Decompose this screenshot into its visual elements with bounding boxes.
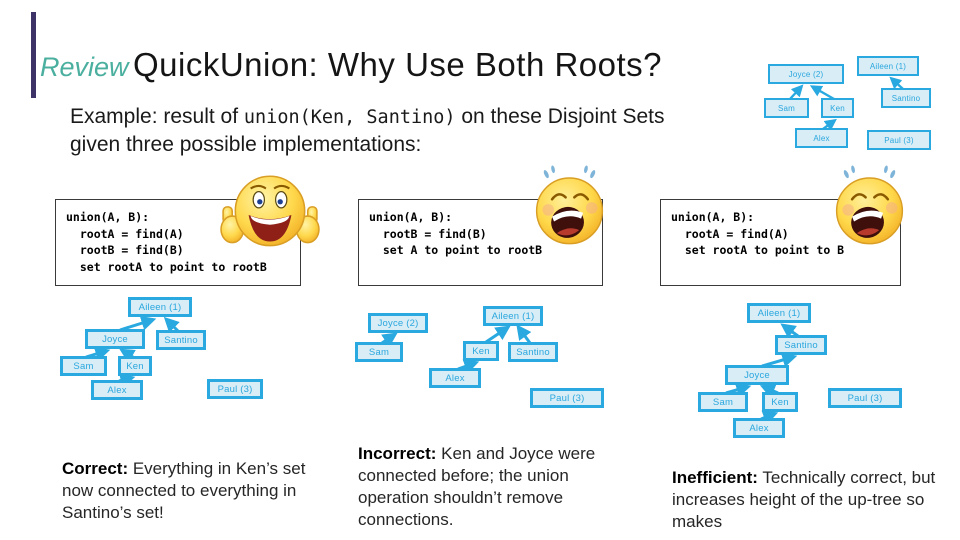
code-line: rootB = find(B) [66,243,184,257]
tree-node: Aileen (1) [747,303,811,323]
tree-arrows [789,76,904,131]
tree-node: Santino [881,88,931,108]
uptree-inefficient: Aileen (1) Santino Joyce Sam Ken Alex Pa… [690,298,935,443]
tree-node: Joyce (2) [368,313,428,333]
caption-correct: Correct: Everything in Ken’s set now con… [62,458,314,524]
caption-label: Inefficient: [672,468,758,487]
caption-inefficient: Inefficient: Technically correct, but in… [672,467,944,533]
caption-incorrect: Incorrect: Ken and Joyce were connected … [358,443,606,531]
tree-node: Alex [429,368,481,388]
tree-node: Sam [698,392,748,412]
code-line: rootA = find(A) [66,226,184,241]
tree-node: Paul (3) [530,388,604,408]
tree-node: Sam [764,98,809,118]
tree-node: Aileen (1) [128,297,192,317]
tree-node: Joyce (2) [768,64,844,84]
subtitle-pre: Example: result of [70,105,244,128]
code-line: rootB = find(B) [369,226,487,241]
tree-node: Paul (3) [207,379,263,399]
tree-node: Santino [775,335,827,355]
tree-node: Ken [463,341,499,361]
tree-node: Sam [60,356,107,376]
wailing-face-icon [535,165,604,245]
subtitle: Example: result of union(Ken, Santino) o… [70,103,710,158]
tree-node: Alex [795,128,848,148]
caption-label: Incorrect: [358,444,437,463]
tree-node: Paul (3) [828,388,902,408]
tree-node: Alex [91,380,143,400]
wailing-face-icon [835,165,904,245]
caption-text: Technically correct, but increases heigh… [672,468,936,531]
tree-node: Aileen (1) [857,56,919,76]
tree-node: Ken [118,356,152,376]
caption-text: Everything in Ken’s set now connected to… [62,459,306,522]
code-line: rootA = find(A) [671,226,789,241]
code-line: set rootA to point to B [671,243,845,257]
code-line: union(A, B): [66,210,150,224]
header-uptree-before: Joyce (2) Aileen (1) Santino Sam Ken Ale… [760,52,956,154]
tree-node: Alex [733,418,785,438]
code-line: set rootA to point to rootB [66,259,267,274]
tree-node: Santino [508,342,558,362]
tree-node: Joyce [725,365,789,385]
code-line: union(A, B): [369,210,453,224]
thumbs-up-smiley-icon [220,175,320,247]
tree-node: Joyce [85,329,145,349]
caption-label: Correct: [62,459,129,478]
page-title: Review QuickUnion: Why Use Both Roots? [40,46,662,84]
tree-node: Sam [355,342,403,362]
uptree-incorrect: Joyce (2) Sam Aileen (1) Ken Santino Ale… [350,300,610,412]
tree-node: Santino [156,330,206,350]
tree-node: Ken [762,392,798,412]
tree-arrows [85,315,180,388]
tree-node: Aileen (1) [483,306,543,326]
title-main-text: QuickUnion: Why Use Both Roots? [132,46,663,83]
title-review-tag: Review [40,52,129,82]
subtitle-post: on these Disjoint Sets given three possi… [70,105,665,156]
code-line: set A to point to rootB [369,243,543,257]
tree-node: Ken [821,98,854,118]
subtitle-code: union(Ken, Santino) [243,107,456,128]
accent-bar [31,12,36,98]
tree-node: Paul (3) [867,130,931,150]
code-line: union(A, B): [671,210,755,224]
uptree-correct: Aileen (1) Joyce Santino Sam Ken Alex Pa… [40,293,280,408]
caption-text: Ken and Joyce were connected before; the… [358,444,596,529]
